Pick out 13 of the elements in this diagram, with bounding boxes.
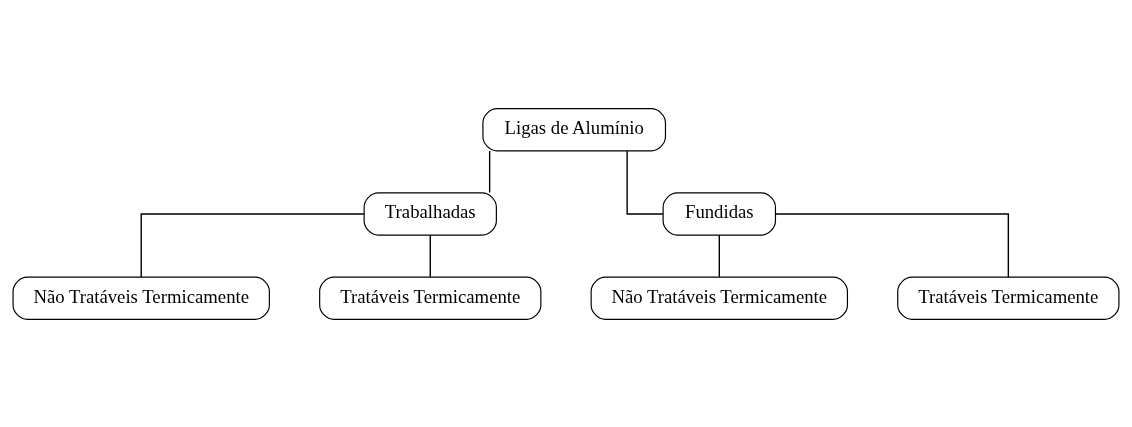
node-box: Trabalhadas — [363, 191, 497, 236]
node-box: Tratáveis Termicamente — [319, 276, 542, 320]
node-box: Tratáveis Termicamente — [897, 276, 1120, 320]
connector — [718, 234, 720, 277]
node-box: Ligas de Alumínio — [482, 107, 667, 151]
node-box: Fundidas — [662, 191, 777, 236]
connector — [775, 212, 1010, 278]
connector — [626, 149, 664, 215]
connector — [488, 149, 491, 193]
node-box: Não Tratáveis Termicamente — [590, 276, 849, 320]
connector — [429, 234, 431, 277]
connector — [140, 212, 365, 278]
node-box: Não Tratáveis Termicamente — [12, 276, 270, 320]
